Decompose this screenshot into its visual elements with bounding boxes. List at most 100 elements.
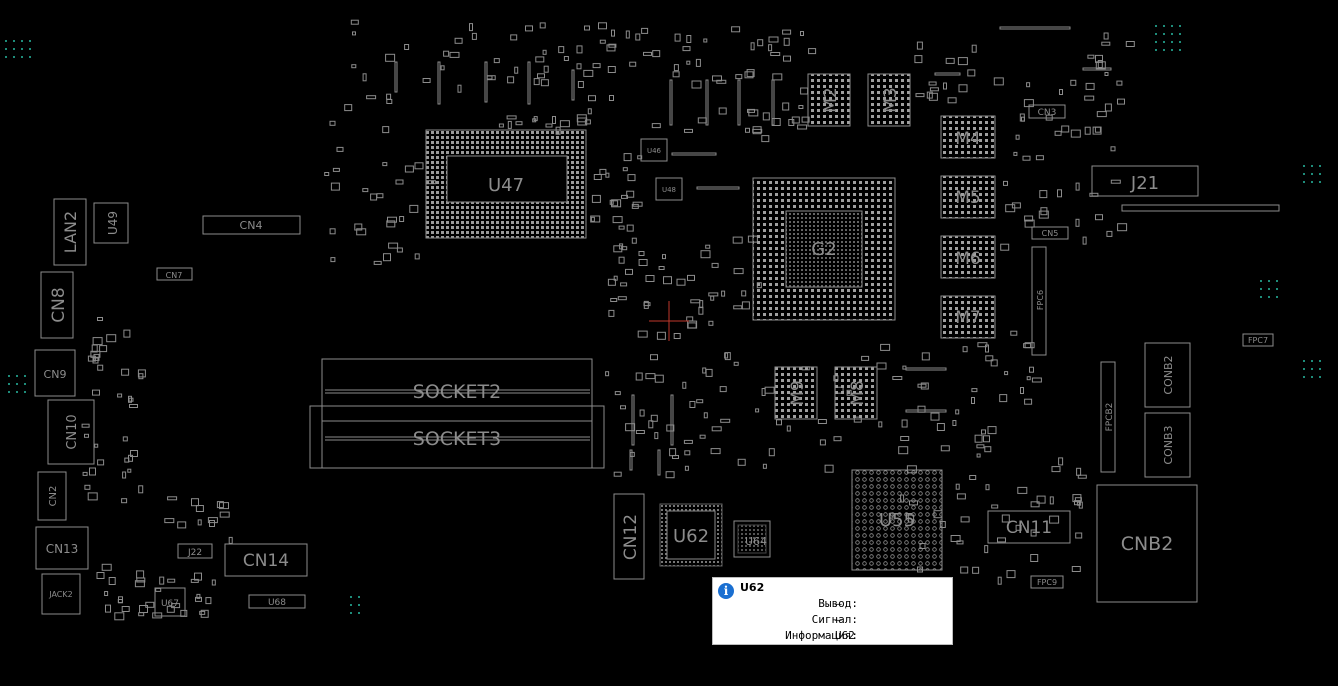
passive-component (762, 112, 770, 121)
label-conb3: CONB3 (1162, 425, 1175, 464)
passive-component (1013, 151, 1018, 156)
component-m8[interactable]: M8 (834, 366, 878, 420)
component-u48[interactable]: U48 (655, 177, 683, 201)
component-fpc6[interactable]: FPC6 (1031, 246, 1047, 356)
passive-component (782, 102, 790, 111)
grid-marker (16, 383, 18, 385)
component-g2[interactable]: G2 (752, 177, 896, 321)
component-u62[interactable]: U62 (659, 503, 723, 567)
passive-component (576, 45, 583, 54)
component-fpc9[interactable]: FPC9 (1030, 575, 1064, 589)
passive-component (929, 87, 939, 92)
component-u55[interactable]: U55 (851, 469, 943, 571)
passive-component (1104, 103, 1112, 112)
passive-component (710, 448, 721, 455)
grid-marker (16, 375, 18, 377)
passive-component (673, 64, 679, 72)
passive-component (631, 237, 637, 244)
passive-component (1059, 89, 1063, 95)
trace-bar (657, 449, 661, 476)
passive-component (757, 39, 764, 47)
passive-component (123, 329, 131, 338)
component-m4[interactable]: M4 (940, 115, 996, 159)
component-j22[interactable]: J22 (177, 543, 213, 559)
component-u64[interactable]: U64 (733, 520, 771, 558)
component-m2[interactable]: M2 (807, 73, 851, 127)
passive-component (167, 578, 176, 583)
passive-component (92, 357, 99, 364)
passive-component (991, 504, 999, 509)
component-socket2[interactable]: SOCKET2 (321, 358, 593, 422)
component-cn14[interactable]: CN14 (224, 543, 308, 577)
component-u68[interactable]: U68 (248, 594, 306, 609)
info-icon: i (718, 583, 734, 599)
component-fpc7[interactable]: FPC7 (1242, 333, 1274, 347)
passive-component (958, 84, 968, 93)
component-cn10[interactable]: CN10 (47, 399, 95, 465)
component-cn5[interactable]: CN5 (1031, 226, 1069, 240)
component-cn3[interactable]: CN3 (1028, 104, 1066, 119)
grid-marker (1155, 41, 1157, 43)
passive-component (611, 200, 619, 207)
passive-component (698, 306, 704, 315)
component-cn11[interactable]: CN11 (987, 510, 1071, 544)
component-cn4[interactable]: CN4 (202, 215, 301, 235)
passive-component (121, 498, 128, 504)
passive-component (1019, 113, 1025, 122)
component-m7[interactable]: M7 (940, 295, 996, 339)
component-cn9[interactable]: CN9 (34, 349, 76, 397)
passive-component (943, 82, 947, 90)
component-cn12[interactable]: CN12 (613, 493, 645, 580)
component-u47[interactable]: U47 (425, 129, 587, 239)
passive-component (720, 418, 731, 423)
passive-component (104, 591, 109, 596)
passive-component (819, 439, 826, 446)
passive-component (625, 423, 636, 432)
component-cn13[interactable]: CN13 (35, 526, 89, 570)
passive-component (672, 71, 680, 78)
component-m5[interactable]: M5 (940, 175, 996, 219)
component-cn8[interactable]: CN8 (40, 271, 74, 339)
component-j21[interactable]: J21 (1091, 165, 1199, 197)
passive-component (745, 127, 750, 133)
passive-component (1110, 179, 1121, 184)
trace-bar (905, 367, 947, 371)
passive-component (366, 95, 377, 100)
passive-component (507, 120, 512, 129)
passive-component (471, 32, 477, 40)
passive-component (1095, 61, 1106, 70)
passive-component (559, 120, 570, 128)
passive-component (610, 298, 618, 302)
passive-component (687, 322, 697, 329)
label-m3: M3 (881, 87, 901, 112)
component-cn7[interactable]: CN7 (156, 267, 193, 281)
passive-component (691, 80, 702, 89)
component-m9[interactable]: M9 (774, 366, 818, 420)
component-conb2[interactable]: CONB2 (1144, 342, 1191, 408)
passive-component (614, 391, 621, 396)
component-lan2[interactable]: LAN2 (53, 198, 87, 266)
component-m6[interactable]: M6 (940, 235, 996, 279)
component-cnb2[interactable]: CNB2 (1096, 484, 1198, 603)
label-m2: M2 (821, 87, 841, 112)
trace-bar (737, 79, 741, 126)
label-cn2: CN2 (48, 486, 59, 507)
component-fpcb2[interactable]: FPCB2 (1100, 361, 1116, 473)
component-u49[interactable]: U49 (93, 202, 129, 244)
component-m3[interactable]: M3 (867, 73, 911, 127)
passive-component (1058, 457, 1064, 466)
passive-component (684, 128, 693, 133)
passive-component (587, 108, 592, 115)
component-socket3[interactable]: SOCKET3 (309, 405, 605, 469)
passive-component (699, 300, 704, 309)
component-conb3[interactable]: CONB3 (1144, 412, 1191, 478)
passive-component (967, 69, 976, 77)
grid-marker (1155, 25, 1157, 27)
component-cn2[interactable]: CN2 (37, 471, 67, 521)
component-u46[interactable]: U46 (640, 138, 668, 162)
passive-component (219, 502, 229, 510)
passive-component (129, 404, 138, 408)
component-u67[interactable]: U67 (154, 587, 186, 617)
component-jack2[interactable]: JACK2 (41, 573, 81, 615)
